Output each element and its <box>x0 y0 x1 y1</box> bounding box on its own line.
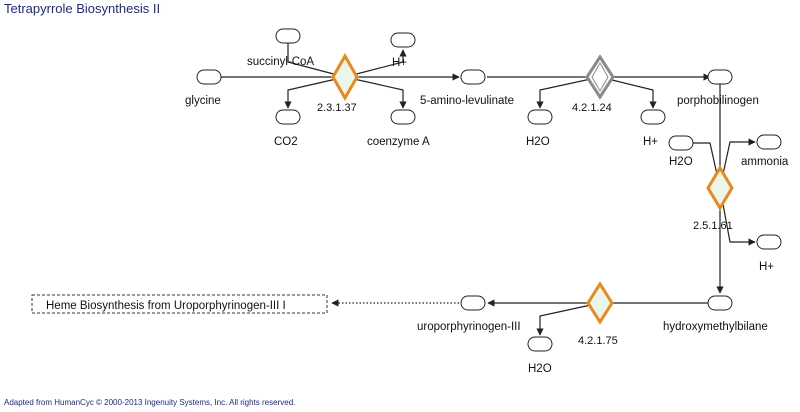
label-h2o-1: H2O <box>526 136 550 148</box>
edge-to-h2o-3 <box>536 302 601 336</box>
pathway-link-label[interactable]: Heme Biosynthesis from Uroporphyrinogen-… <box>46 300 286 312</box>
label-enzyme-e1: 2.3.1.37 <box>317 102 357 114</box>
label-enzyme-e3: 2.5.1.61 <box>693 220 733 232</box>
edge-to-co2 <box>284 76 346 109</box>
label-uroporphyrinogen: uroporphyrinogen-III <box>417 321 521 333</box>
copyright-footer: Adapted from HumanCyc © 2000-2013 Ingenu… <box>4 398 296 407</box>
node-h-plus-3[interactable] <box>756 234 782 250</box>
node-porphobilinogen[interactable] <box>707 69 733 85</box>
node-glycine[interactable] <box>196 69 222 85</box>
label-ala: 5-amino-levulinate <box>420 95 514 107</box>
enzyme-e4[interactable] <box>586 281 614 325</box>
label-succinyl-coa: succinyl-CoA <box>247 56 314 68</box>
node-h2o-3[interactable] <box>527 336 553 352</box>
node-h-plus-1[interactable] <box>390 32 416 48</box>
label-enzyme-e4: 4.2.1.75 <box>578 335 618 347</box>
label-hydroxymethylbilane: hydroxymethylbilane <box>663 321 768 333</box>
label-h2o-3: H2O <box>528 363 552 375</box>
pathway-link-box[interactable] <box>31 294 328 314</box>
label-h2o-2: H2O <box>669 156 693 168</box>
label-coenzyme-a: coenzyme A <box>367 136 430 148</box>
label-co2: CO2 <box>274 136 298 148</box>
node-ammonia[interactable] <box>756 134 782 150</box>
edge-to-h2o-1 <box>536 76 601 109</box>
node-hydroxymethylbilane[interactable] <box>707 295 733 311</box>
label-ammonia: ammonia <box>741 156 789 168</box>
diagram-title: Tetrapyrrole Biosynthesis II <box>4 1 161 16</box>
label-enzyme-e2: 4.2.1.24 <box>572 102 612 114</box>
label-h-plus-3: H+ <box>759 261 774 273</box>
enzyme-e3[interactable] <box>706 165 734 211</box>
node-co2[interactable] <box>275 109 301 125</box>
node-h2o-2[interactable] <box>668 135 694 151</box>
node-h2o-1[interactable] <box>527 109 553 125</box>
edge-to-h-plus-3 <box>719 187 756 246</box>
enzyme-e2[interactable] <box>585 54 615 100</box>
edge-to-h-plus-2 <box>599 76 657 109</box>
label-glycine: glycine <box>185 95 221 107</box>
node-ala[interactable] <box>460 69 486 85</box>
label-h-plus-2: H+ <box>643 136 658 148</box>
label-porphobilinogen: porphobilinogen <box>677 95 759 107</box>
edge-to-h-plus-1 <box>344 49 407 78</box>
node-h-plus-2[interactable] <box>640 109 666 125</box>
label-h-plus-1: H+ <box>392 57 407 69</box>
enzyme-e1[interactable] <box>331 52 359 102</box>
node-succinyl-coa[interactable] <box>275 28 301 44</box>
node-coenzyme-a[interactable] <box>390 109 416 125</box>
edge-succinyl-coa <box>287 40 346 78</box>
edge-to-coenzyme-a <box>344 76 407 109</box>
node-uroporphyrinogen[interactable] <box>460 295 486 311</box>
